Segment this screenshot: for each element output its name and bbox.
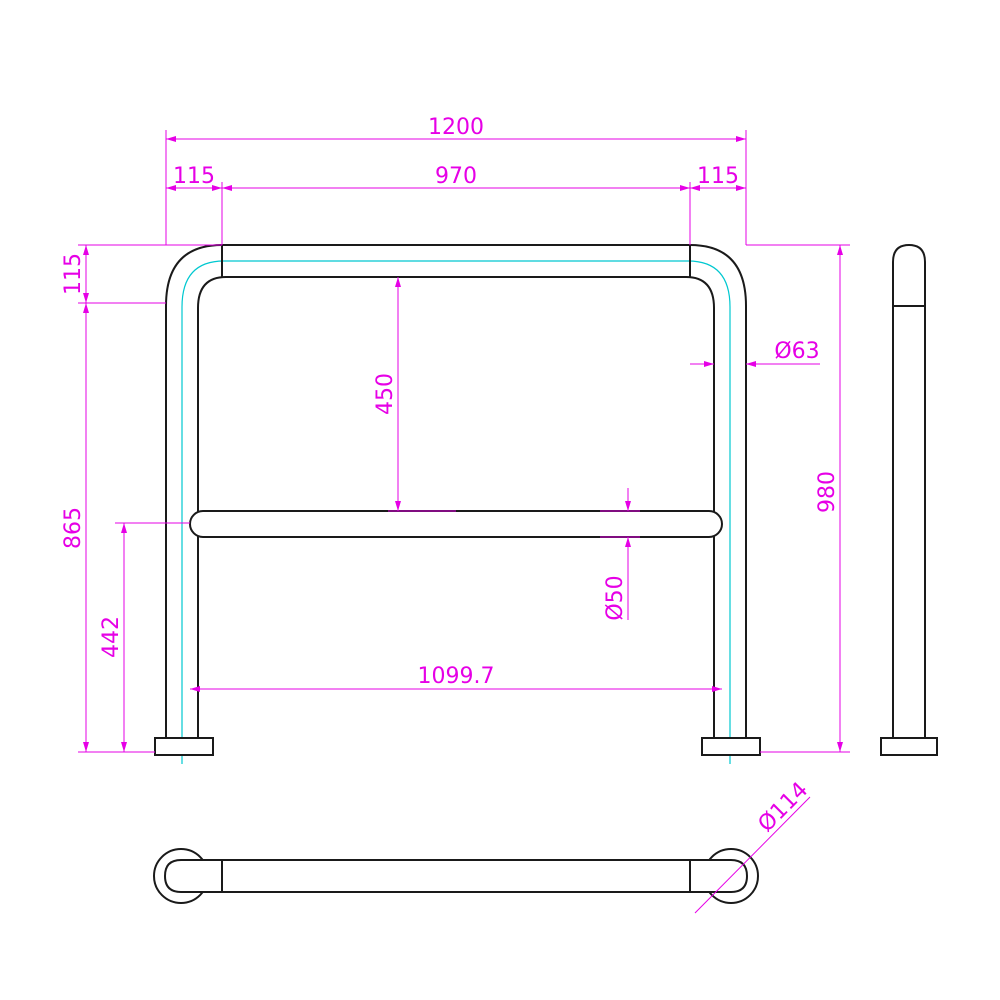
dim-left-offset: 115 xyxy=(173,164,215,189)
base-flange-right xyxy=(701,737,761,756)
frame-outer-edge xyxy=(165,244,747,738)
dim-inner-width: 970 xyxy=(435,164,477,189)
top-view xyxy=(153,848,759,904)
front-view xyxy=(154,244,761,764)
mid-rail xyxy=(189,510,723,538)
dim-line-base-diameter xyxy=(694,796,811,914)
dim-rail-spacing: 450 xyxy=(373,373,398,415)
top-tube-body xyxy=(163,859,749,893)
base-flange-left xyxy=(154,737,214,756)
dim-right-offset: 115 xyxy=(697,164,739,189)
frame-centerline xyxy=(181,260,731,764)
side-base-flange xyxy=(880,737,938,756)
dim-rail-length: 1099.7 xyxy=(418,664,495,689)
dim-overall-width: 1200 xyxy=(428,115,484,140)
side-post xyxy=(892,243,926,739)
dim-rail-height: 442 xyxy=(99,616,124,658)
side-view xyxy=(880,243,938,756)
dim-tube-diameter: Ø63 xyxy=(774,339,819,364)
dim-total-height: 980 xyxy=(815,471,840,513)
dim-base-diameter: Ø114 xyxy=(754,778,814,838)
dim-top-radius: 115 xyxy=(61,253,86,295)
dim-lower-height: 865 xyxy=(61,507,86,549)
dim-rail-diameter: Ø50 xyxy=(603,575,628,620)
frame-inner-edge xyxy=(197,276,715,738)
